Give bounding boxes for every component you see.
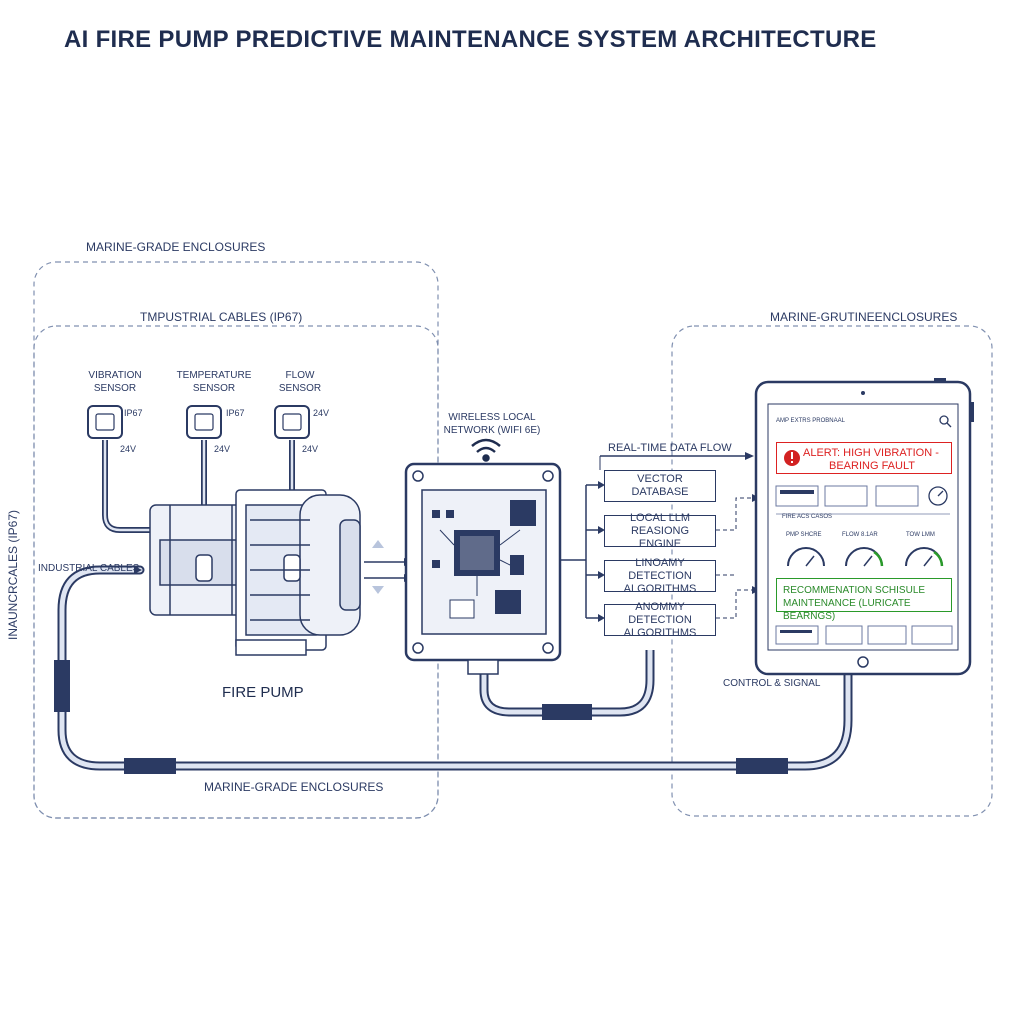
edge-controller-icon <box>404 462 562 675</box>
cable-coupler <box>54 660 70 712</box>
wireless-network-label: WIRELESS LOCAL NETWORK (WIFI 6E) <box>443 412 541 436</box>
alert-banner[interactable]: ALERT: HIGH VIBRATION - BEARING FAULT <box>776 442 952 474</box>
wifi-icon <box>471 438 501 462</box>
alert-line-2: BEARING FAULT <box>829 460 915 472</box>
vibration-sensor-icon <box>87 405 123 439</box>
page-title: AI FIRE PUMP PREDICTIVE MAINTENANCE SYST… <box>64 26 877 53</box>
sensor-tag: 24V <box>313 408 330 418</box>
flow-sensor-icon <box>274 405 310 439</box>
sensor-label-temperature: TEMPERATURE SENSOR <box>176 370 252 394</box>
left-inner-zone <box>33 325 439 819</box>
alert-icon <box>784 450 800 466</box>
cable-coupler <box>542 704 592 720</box>
reco-line-1: RECOMMENATION SCHISULE <box>783 585 926 596</box>
sensor-label-flow: FLOW SENSOR <box>278 370 322 394</box>
alert-line-1: ALERT: HIGH VIBRATION - <box>803 447 939 459</box>
cable-coupler <box>124 758 176 774</box>
sensor-tag: 24V <box>214 444 231 454</box>
gauge-label: FLOW 8.1AR <box>842 532 878 538</box>
sensor-tag: IP67 <box>124 408 143 418</box>
reco-line-2: MAINTENANCE (LURICATE BEARNGS) <box>783 598 911 622</box>
fire-pump-icon <box>149 489 361 656</box>
zone-label-left-outer: MARINE-GRADE ENCLOSURES <box>86 240 266 254</box>
temperature-sensor-icon <box>186 405 222 439</box>
sensor-tag: 24V <box>302 444 319 454</box>
zone-label-left-inner: TMPUSTRIAL CABLES (IP67) <box>140 310 303 324</box>
recommendation-banner[interactable]: RECOMMENATION SCHISULE MAINTENANCE (LURI… <box>776 578 952 622</box>
detection-algorithms-box: LINOAMY DETECTION ALGORITHMS <box>604 557 716 595</box>
gauge-label: PMP SHCRE <box>786 532 822 538</box>
sensor-label-vibration: VIBRATION SENSOR <box>88 370 142 394</box>
sensor-tag: IP67 <box>226 408 245 418</box>
zone-label-vertical: INAUNCRCALES (IP67) <box>6 509 20 640</box>
tablet-header: AMP EXTRS PROBNAAL <box>776 418 845 424</box>
vector-database-box: VECTOR DATABASE <box>604 470 716 502</box>
llm-engine-box: LOCAL LLM REASIONG ENGINE <box>604 512 716 550</box>
fire-pump-label: FIRE PUMP <box>222 684 304 701</box>
data-flow-label: REAL-TIME DATA FLOW <box>608 442 732 454</box>
industrial-cables-label: INDUSTRIAL CABLES <box>38 563 140 574</box>
zone-label-right: MARINE-GRUTINEENCLOSURES <box>770 310 958 324</box>
search-icon <box>939 415 952 428</box>
zone-label-bottom: MARINE-GRADE ENCLOSURES <box>204 780 384 794</box>
tablet-section-label: FIRE ACS CASOS <box>782 514 833 520</box>
anomaly-detection-box: ANOMMY DETECTION ALGORITHMS <box>604 601 716 639</box>
sensor-tag: 24V <box>120 444 137 454</box>
cable-coupler <box>736 758 788 774</box>
gauge-label: TOW LMM <box>906 532 935 538</box>
tablet-device-icon <box>754 378 974 676</box>
control-signal-label: CONTROL & SIGNAL <box>723 678 821 689</box>
